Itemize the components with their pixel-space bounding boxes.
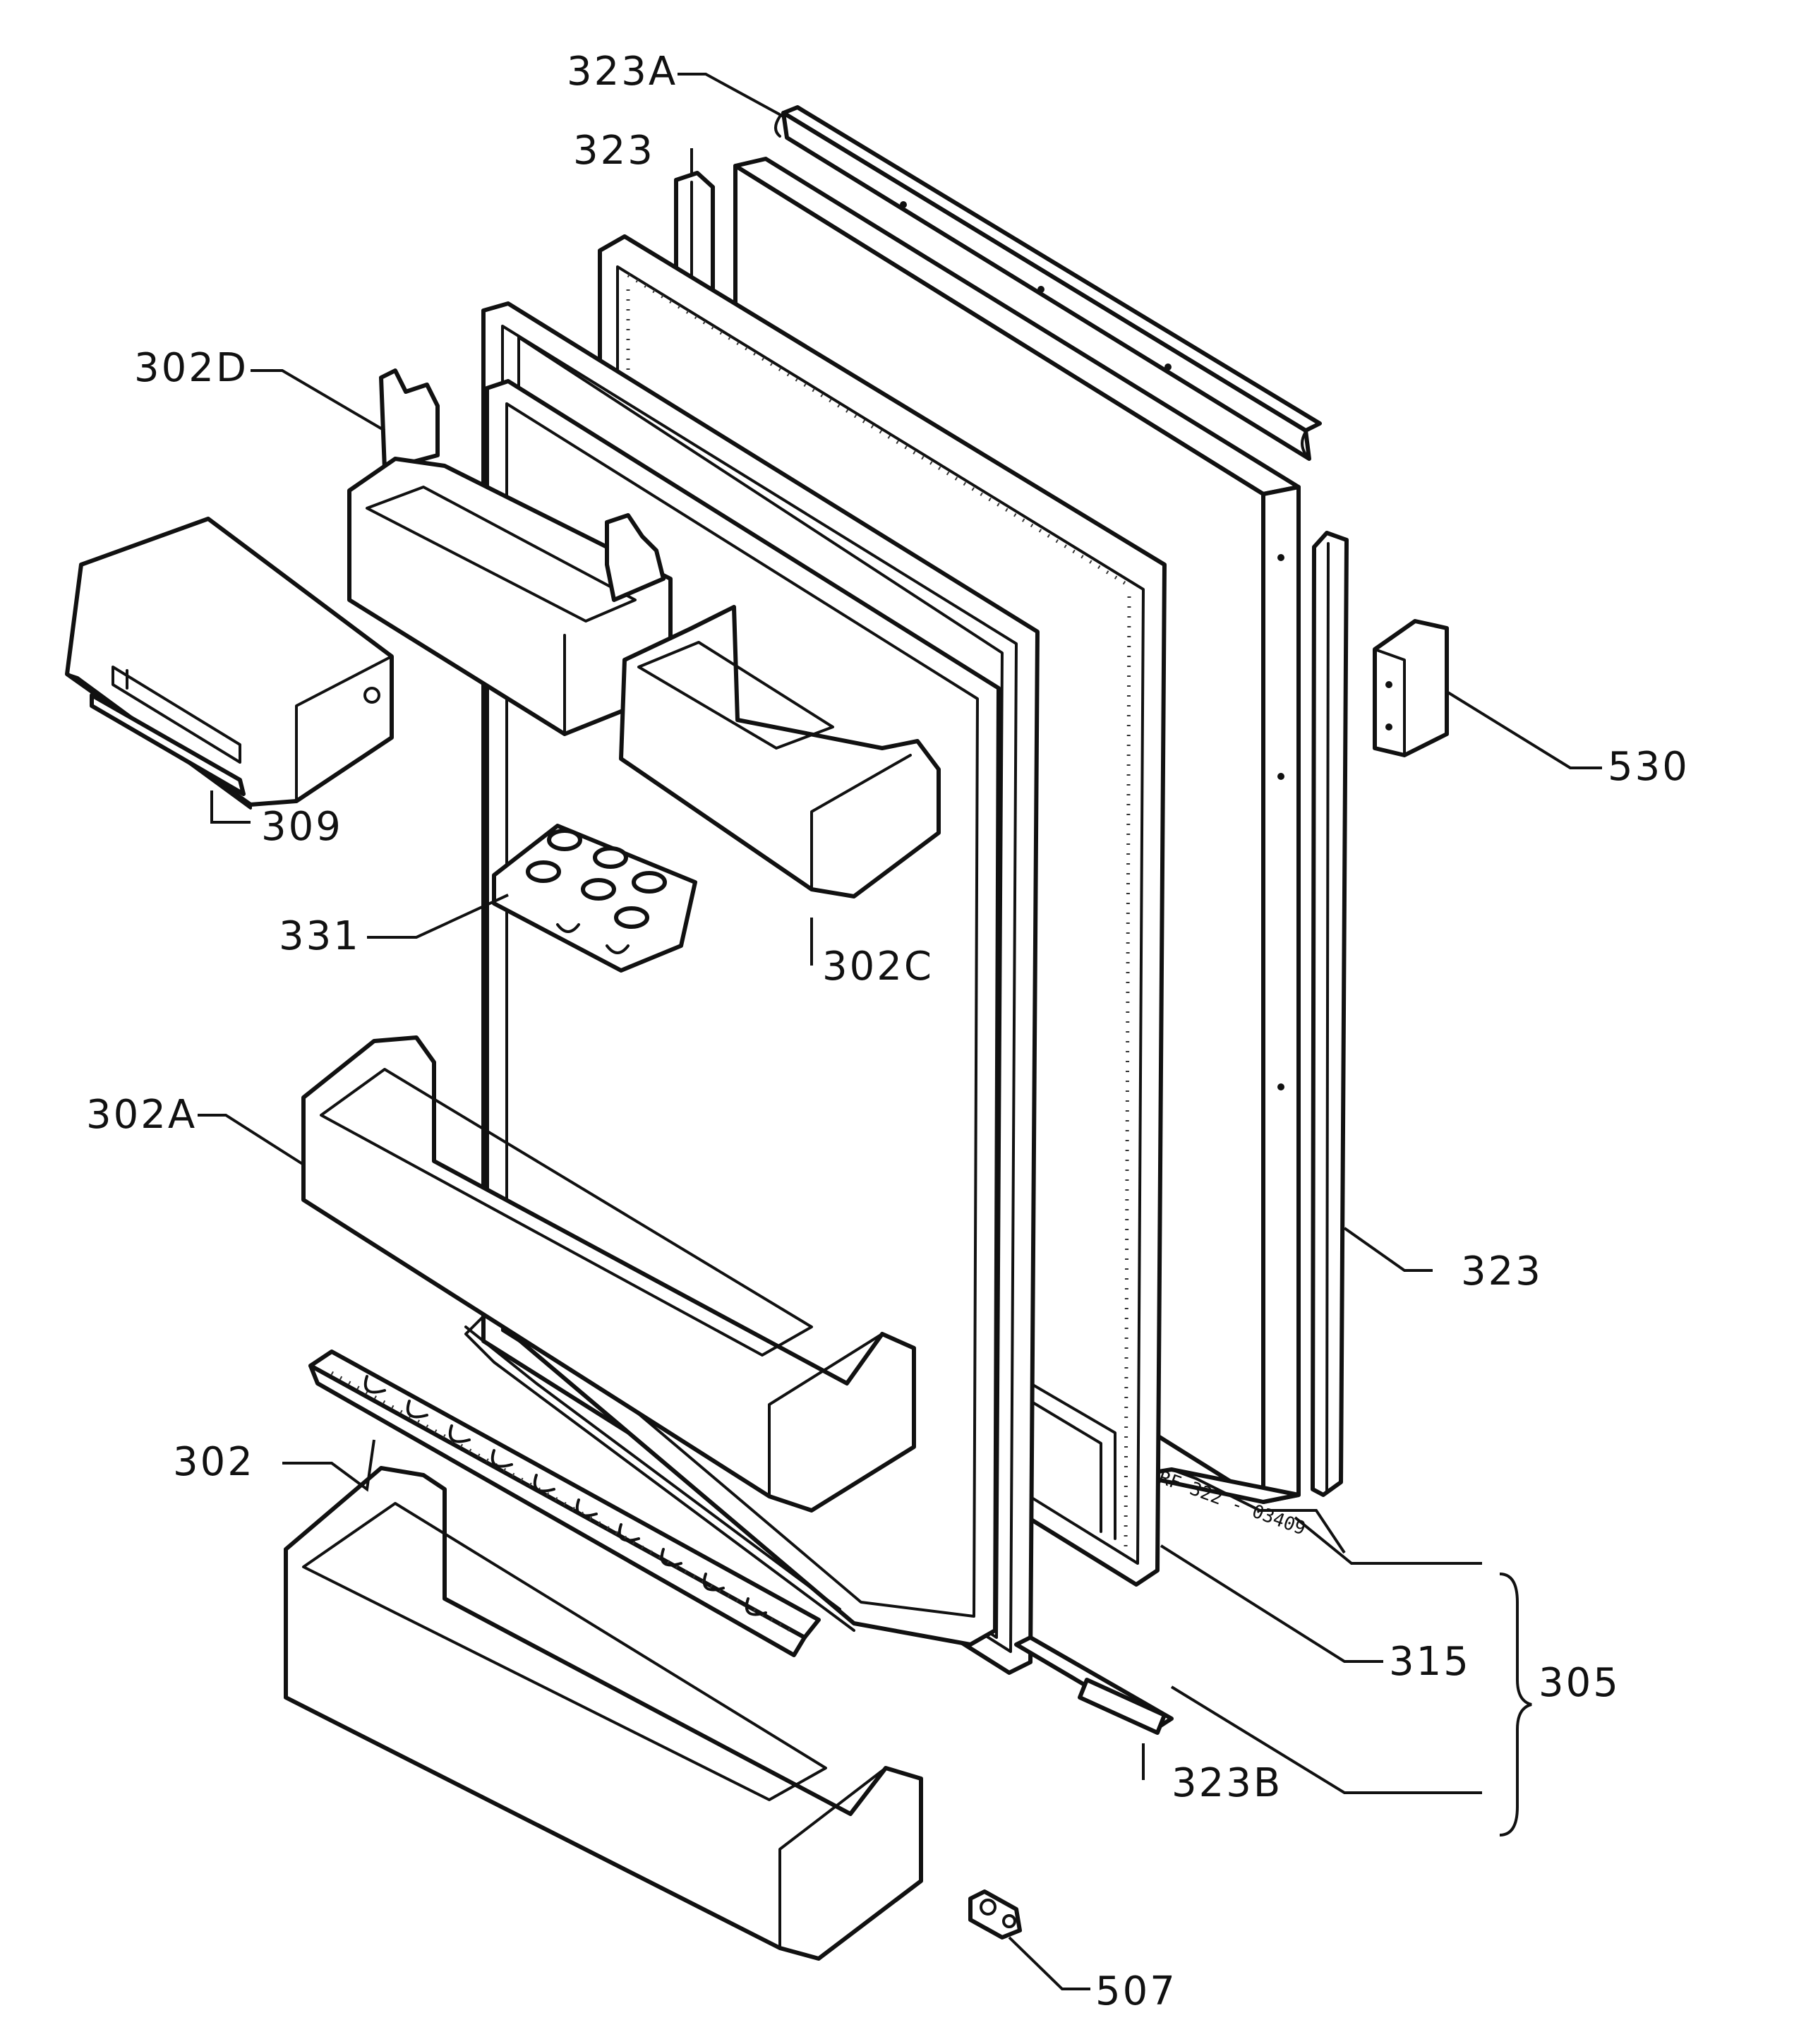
callout-302a: 302A — [86, 1092, 197, 1138]
bottle-shelf-302 — [284, 1466, 923, 1961]
hinge-pin-507 — [968, 1889, 1022, 1940]
bottle-guard-302 — [308, 1349, 821, 1657]
callout-323a: 323A — [567, 49, 678, 95]
callout-302c: 302C — [822, 944, 934, 990]
hinge-bracket-530 — [1373, 619, 1449, 757]
callout-331: 331 — [279, 913, 361, 959]
callout-507: 507 — [1095, 1968, 1177, 2014]
callout-305: 305 — [1539, 1660, 1620, 1706]
dairy-box-309 — [65, 517, 394, 810]
callout-302: 302 — [173, 1439, 255, 1485]
door-shelf-302c — [619, 605, 941, 898]
seal-strip-323-right — [1311, 531, 1349, 1497]
callout-323-right: 323 — [1461, 1249, 1543, 1294]
callout-315: 315 — [1389, 1639, 1471, 1685]
door-shelf-302d — [347, 368, 673, 736]
callout-309: 309 — [261, 804, 343, 850]
callout-labels: 323A 323 302D 530 309 331 302C 302A 323 … — [86, 49, 1690, 2014]
leader-lines — [198, 73, 1602, 1990]
callout-323-top: 323 — [573, 128, 655, 174]
callout-302d: 302D — [134, 345, 248, 391]
callout-323b: 323B — [1172, 1760, 1282, 1806]
egg-tray-331 — [492, 824, 697, 973]
bottom-rail-323b — [1014, 1635, 1174, 1735]
callout-530: 530 — [1608, 744, 1690, 790]
hinge-rail-323a — [774, 105, 1322, 461]
door-shelf-302a — [301, 1035, 916, 1513]
